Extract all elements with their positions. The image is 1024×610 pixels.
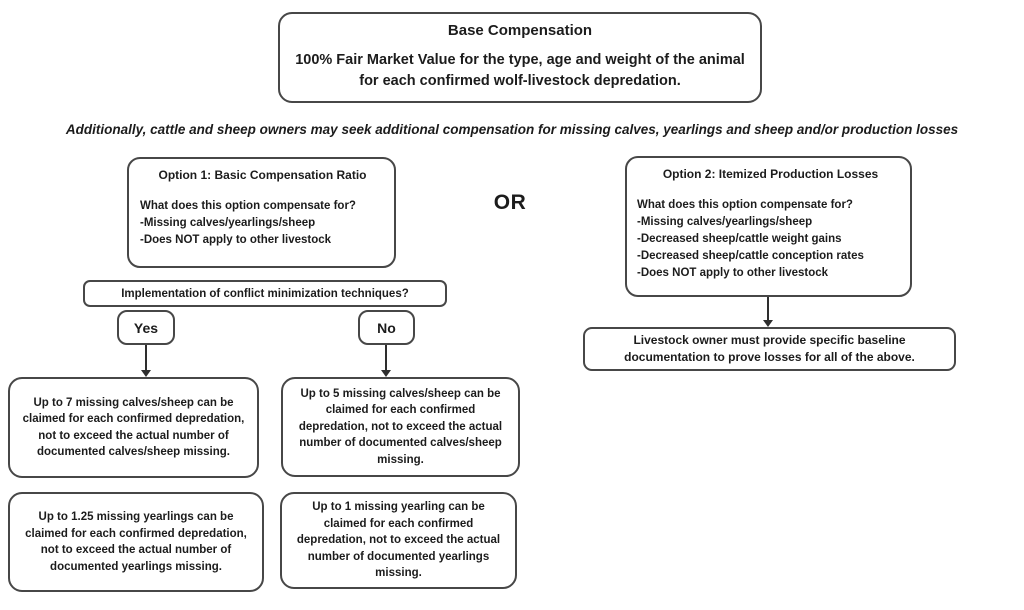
outcome-yes-calves-text: Up to 7 missing calves/sheep can be clai… (22, 396, 245, 459)
implementation-question-box: Implementation of conflict minimization … (83, 280, 447, 307)
no-arrow-head-icon (381, 370, 391, 377)
option2-arrow-head-icon (763, 320, 773, 327)
option1-box: Option 1: Basic Compensation Ratio What … (127, 157, 396, 268)
outcome-no-yearlings-text: Up to 1 missing yearling can be claimed … (296, 501, 501, 580)
option2-bullet-missing: -Missing calves/yearlings/sheep (637, 216, 813, 228)
or-label: OR (493, 191, 527, 214)
option2-bullet-weight: -Decreased sheep/cattle weight gains (637, 233, 842, 245)
base-compensation-title: Base Compensation (447, 22, 593, 39)
yes-arrow-head-icon (141, 370, 151, 377)
outcome-no-yearlings-box: Up to 1 missing yearling can be claimed … (280, 492, 517, 589)
no-box: No (358, 310, 415, 345)
yes-arrow-line (145, 345, 147, 371)
option2-bullet-not-apply: -Does NOT apply to other livestock (637, 267, 829, 279)
outcome-no-calves-text: Up to 5 missing calves/sheep can be clai… (298, 387, 503, 466)
no-label: No (377, 319, 396, 336)
option1-bullet-missing: -Missing calves/yearlings/sheep (140, 217, 316, 229)
implementation-question-label: Implementation of conflict minimization … (121, 287, 409, 300)
option2-bullet-conception: -Decreased sheep/cattle conception rates (637, 250, 864, 262)
base-compensation-body: 100% Fair Market Value for the type, age… (295, 52, 745, 89)
yes-label: Yes (133, 319, 159, 336)
option2-question: What does this option compensate for? (637, 199, 853, 211)
option2-box: Option 2: Itemized Production Losses Wha… (625, 156, 912, 297)
no-arrow-line (385, 345, 387, 371)
outcome-yes-yearlings-text: Up to 1.25 missing yearlings can be clai… (25, 511, 247, 573)
livestock-documentation-box: Livestock owner must provide specific ba… (583, 327, 956, 371)
option2-title: Option 2: Itemized Production Losses (662, 167, 879, 181)
option2-arrow-line (767, 297, 769, 321)
outcome-yes-yearlings-box: Up to 1.25 missing yearlings can be clai… (8, 492, 264, 592)
outcome-no-calves-box: Up to 5 missing calves/sheep can be clai… (281, 377, 520, 477)
yes-box: Yes (117, 310, 175, 345)
option1-title: Option 1: Basic Compensation Ratio (158, 168, 367, 182)
livestock-documentation-text: Livestock owner must provide specific ba… (624, 332, 915, 364)
option1-bullet-not-apply: -Does NOT apply to other livestock (140, 234, 332, 246)
option1-question: What does this option compensate for? (140, 200, 356, 212)
base-compensation-box: Base Compensation 100% Fair Market Value… (278, 12, 762, 103)
outcome-yes-calves-box: Up to 7 missing calves/sheep can be clai… (8, 377, 259, 478)
additional-compensation-note: Additionally, cattle and sheep owners ma… (65, 122, 959, 137)
